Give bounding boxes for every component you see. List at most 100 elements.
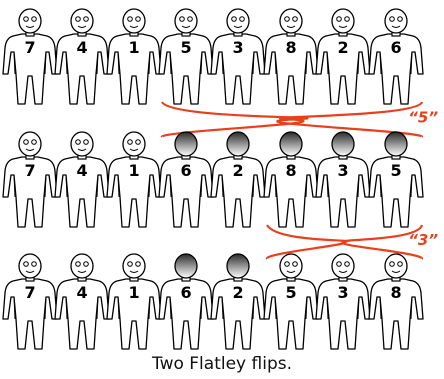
eye-right — [83, 139, 89, 145]
arm-line — [169, 296, 203, 320]
eye-right — [83, 16, 89, 22]
head-front — [279, 8, 303, 34]
eye-right — [135, 139, 141, 145]
eye-left — [75, 139, 81, 145]
figure-body — [368, 33, 424, 105]
figure-body — [54, 278, 110, 350]
arm-line — [326, 174, 360, 198]
figure-number: 7 — [24, 283, 35, 302]
eye-right — [135, 261, 141, 267]
head-front — [331, 8, 355, 34]
figure-number: 6 — [180, 161, 191, 180]
figure-number: 8 — [285, 38, 296, 57]
figure-0-4: 3 — [210, 8, 266, 105]
arm-line — [13, 51, 47, 75]
figure-number: 3 — [232, 38, 243, 57]
arm-line — [117, 51, 151, 75]
figure-1-1: 4 — [54, 131, 110, 228]
eye-left — [336, 16, 342, 22]
eye-right — [31, 261, 37, 267]
head-back — [384, 131, 408, 157]
figure-number: 5 — [285, 283, 296, 302]
figure-number: 6 — [390, 38, 401, 57]
arm-line — [379, 51, 413, 75]
head-front — [384, 253, 408, 279]
mouth — [77, 148, 87, 151]
arm-line — [13, 296, 47, 320]
figure-0-5: 8 — [263, 8, 319, 105]
eye-right — [344, 261, 350, 267]
mouth — [129, 148, 139, 151]
figure-body — [263, 278, 319, 350]
mouth — [129, 25, 139, 28]
figure-0-3: 5 — [158, 8, 214, 105]
figure-number: 4 — [76, 38, 87, 57]
eye-right — [344, 16, 350, 22]
mouth — [338, 270, 348, 273]
caption: Two Flatley flips. — [152, 354, 292, 374]
figure-body — [315, 33, 371, 105]
eye-left — [336, 261, 342, 267]
eye-right — [292, 16, 298, 22]
head-front — [279, 253, 303, 279]
eye-left — [75, 261, 81, 267]
head-front — [174, 8, 198, 34]
figure-2-3: 6 — [158, 253, 214, 350]
figure-body — [106, 156, 162, 228]
figure-body — [54, 156, 110, 228]
head-front — [18, 131, 42, 157]
figure-body — [210, 156, 266, 228]
flip-curve-b — [160, 101, 424, 139]
arm-line — [13, 174, 47, 198]
head-front — [70, 131, 94, 157]
figure-2-4: 2 — [210, 253, 266, 350]
mouth — [233, 25, 243, 28]
head-front — [70, 8, 94, 34]
arm-line — [117, 296, 151, 320]
figure-number: 3 — [337, 161, 348, 180]
arm-line — [65, 296, 99, 320]
figure-body — [106, 278, 162, 350]
flip-arrow-1: “5” — [160, 101, 438, 139]
figure-body — [368, 278, 424, 350]
mouth — [129, 270, 139, 273]
eye-left — [23, 16, 29, 22]
figure-body — [2, 278, 58, 350]
figure-0-7: 6 — [368, 8, 424, 105]
figure-number: 8 — [285, 161, 296, 180]
eye-right — [187, 16, 193, 22]
eye-right — [397, 261, 403, 267]
figure-2-0: 7 — [2, 253, 58, 350]
figure-body — [368, 156, 424, 228]
arm-line — [221, 296, 255, 320]
arm-line — [379, 174, 413, 198]
figure-body — [210, 33, 266, 105]
eye-left — [284, 261, 290, 267]
head-back — [331, 131, 355, 157]
figure-number: 1 — [128, 161, 139, 180]
mouth — [286, 25, 296, 28]
figure-body — [315, 156, 371, 228]
arm-line — [117, 174, 151, 198]
mouth — [181, 25, 191, 28]
figure-1-7: 5 — [368, 131, 424, 228]
figure-body — [263, 33, 319, 105]
figure-body — [106, 33, 162, 105]
figure-2-1: 4 — [54, 253, 110, 350]
mouth — [25, 25, 35, 28]
eye-right — [31, 139, 37, 145]
head-front — [331, 253, 355, 279]
head-back — [174, 131, 198, 157]
figure-number: 4 — [76, 161, 87, 180]
arm-line — [326, 51, 360, 75]
figure-0-2: 1 — [106, 8, 162, 105]
head-front — [70, 253, 94, 279]
flip-arrow-2: “3” — [265, 224, 438, 261]
mouth — [25, 148, 35, 151]
figure-body — [2, 33, 58, 105]
mouth — [286, 270, 296, 273]
mouth — [391, 270, 401, 273]
figure-1-5: 8 — [263, 131, 319, 228]
figure-number: 2 — [337, 38, 348, 57]
head-back — [174, 253, 198, 279]
